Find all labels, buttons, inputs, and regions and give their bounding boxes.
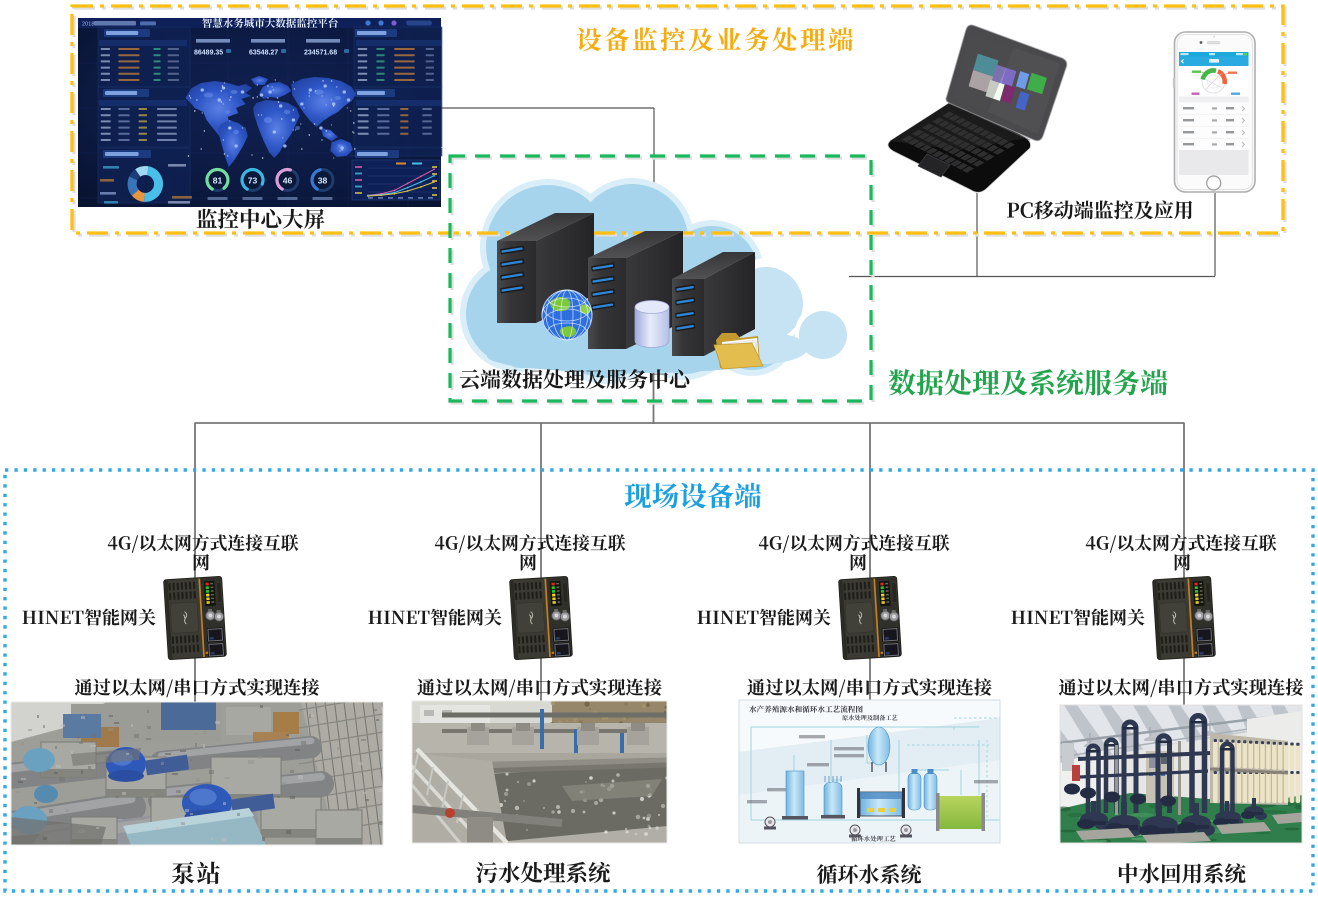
svg-text:38: 38 bbox=[318, 176, 328, 186]
svg-text:234571.68: 234571.68 bbox=[304, 50, 337, 57]
svg-text:63548.27: 63548.27 bbox=[249, 50, 278, 57]
svg-text:73: 73 bbox=[248, 176, 258, 186]
svg-text:46: 46 bbox=[283, 176, 293, 186]
svg-text:86489.35: 86489.35 bbox=[194, 50, 223, 57]
svg-text:2018: 2018 bbox=[82, 22, 94, 28]
svg-text:81: 81 bbox=[213, 176, 223, 186]
